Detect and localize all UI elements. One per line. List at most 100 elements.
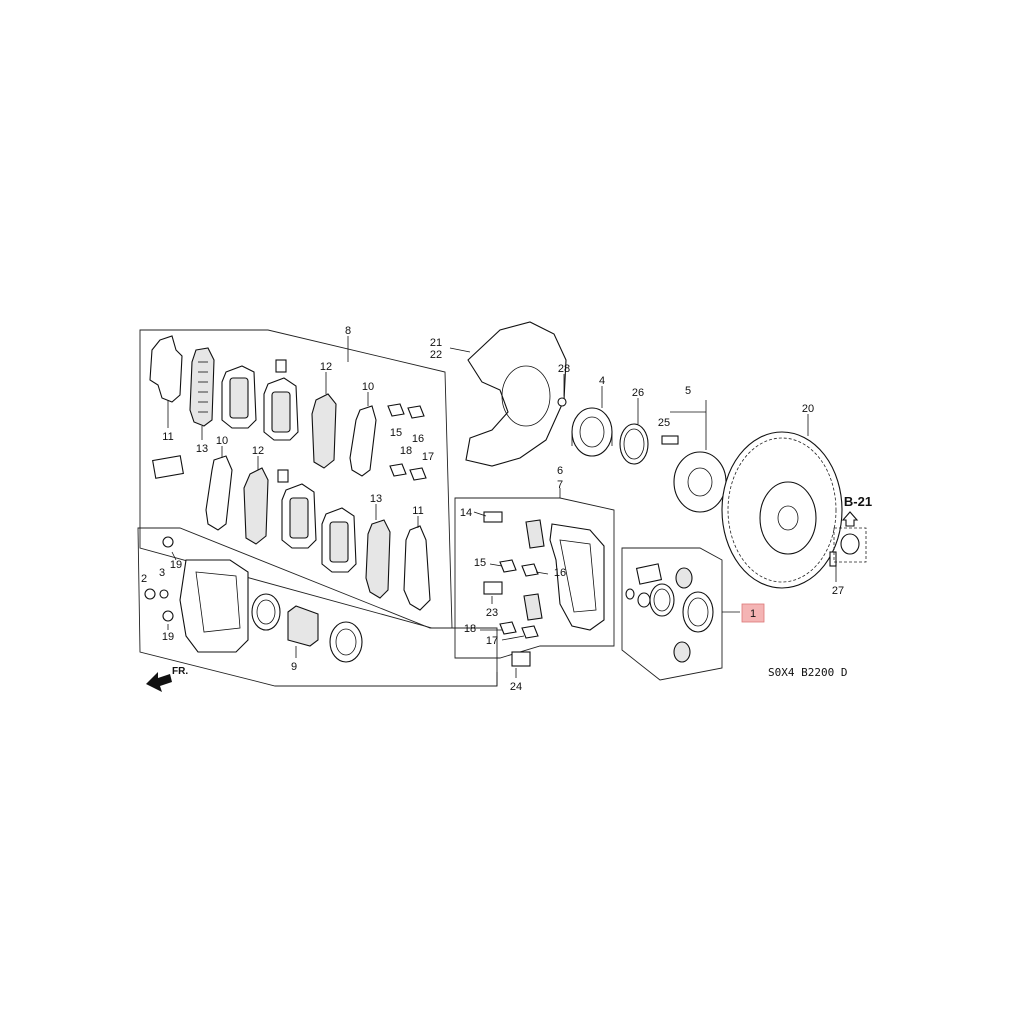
callout-11b: 11 xyxy=(412,505,423,517)
hardware-clip-18b xyxy=(499,621,517,635)
hardware-clip-15a xyxy=(387,403,405,417)
ref-b21-box xyxy=(833,527,867,563)
ref-label-b21: B-21 xyxy=(844,494,872,509)
caliper-frame xyxy=(137,527,498,687)
seal-kit-piston-seal xyxy=(649,583,675,617)
seal-kit-cap xyxy=(625,588,635,600)
callout-19a: 19 xyxy=(170,559,182,571)
seal-kit-sticker xyxy=(635,563,663,585)
callout-20: 20 xyxy=(802,403,814,415)
up-arrow-icon xyxy=(841,511,859,527)
callout-18a: 18 xyxy=(400,445,412,457)
shield-bolt-28 xyxy=(557,397,567,407)
caliper-bolt-19a xyxy=(162,536,174,548)
seal-kit-boot-b xyxy=(673,641,691,663)
hardware-clip-16b xyxy=(521,563,539,577)
splash-shield xyxy=(465,321,567,467)
callout-3: 3 xyxy=(159,567,165,579)
callout-12b: 12 xyxy=(320,361,332,373)
hardware-clip-17a xyxy=(409,467,427,481)
callout-10a: 10 xyxy=(216,435,228,447)
callout-17a: 17 xyxy=(422,451,434,463)
pad-shim-10b xyxy=(205,455,233,531)
rotor-screw-27 xyxy=(829,551,837,567)
pad-shim-13a xyxy=(189,347,215,427)
callout-22: 22 xyxy=(430,349,442,361)
callout-27: 27 xyxy=(832,585,844,597)
pad-shim-12a xyxy=(311,393,337,469)
guide-pin-14 xyxy=(483,511,503,523)
seal-kit-ring xyxy=(637,592,651,608)
callout-5: 5 xyxy=(685,385,691,397)
callout-16a: 16 xyxy=(412,433,424,445)
callout-8: 8 xyxy=(345,325,351,337)
callout-12a: 12 xyxy=(252,445,264,457)
callout-23: 23 xyxy=(486,607,498,619)
callout-14: 14 xyxy=(460,507,472,519)
callout-13b: 13 xyxy=(370,493,382,505)
callout-9: 9 xyxy=(291,661,297,673)
callout-6: 6 xyxy=(557,465,563,477)
dust-boot xyxy=(329,621,363,663)
piston-9 xyxy=(287,605,319,647)
lug-nut xyxy=(840,533,860,555)
callout-labels: 8 11 13 10 12 12 10 15 16 18 17 13 11 19… xyxy=(141,325,872,693)
pad-shim-11a xyxy=(149,335,183,403)
callout-7: 7 xyxy=(557,479,563,491)
callout-21: 21 xyxy=(430,337,442,349)
callout-17b: 17 xyxy=(486,635,498,647)
seal-kit-boot-a xyxy=(675,567,693,589)
pad-b1-friction xyxy=(289,497,309,539)
callout-24: 24 xyxy=(510,681,522,693)
pad-a2-friction xyxy=(271,391,291,433)
diagram-code: S0X4 B2200 D xyxy=(768,666,847,679)
callout-16b: 16 xyxy=(554,567,566,579)
pad-shim-11b xyxy=(403,525,431,611)
seal-kit-dust-boot xyxy=(682,591,714,633)
hardware-clip-15b xyxy=(499,559,517,573)
pad-a1-friction xyxy=(229,377,249,419)
pad-clip-b xyxy=(277,469,289,483)
callout-15a: 15 xyxy=(390,427,402,439)
leader-lines xyxy=(167,347,837,678)
hardware-clip-17b xyxy=(521,625,539,639)
highlight-box-1[interactable] xyxy=(741,603,765,623)
pad-clip-a xyxy=(275,359,287,373)
rotor-hat xyxy=(759,481,817,555)
hub-bearing xyxy=(571,407,613,457)
callout-19b: 19 xyxy=(162,631,174,643)
callout-25: 25 xyxy=(658,417,670,429)
pad-shim-12b xyxy=(243,467,269,545)
callout-13a: 13 xyxy=(196,443,208,455)
hardware-clip-16a xyxy=(407,405,425,419)
callout-18b: 18 xyxy=(464,623,476,635)
shim-13a-slots xyxy=(198,361,208,413)
callout-10b: 10 xyxy=(362,381,374,393)
front-arrow-icon xyxy=(146,672,172,692)
callout-11a: 11 xyxy=(162,431,173,443)
callout-28: 28 xyxy=(558,363,570,375)
pad-shim-10a xyxy=(349,405,377,477)
pad-sticker xyxy=(152,455,184,479)
piston-seal xyxy=(251,593,281,631)
hub-bolt-25 xyxy=(661,435,679,445)
pin-boot-a xyxy=(525,519,545,549)
bracket-bolt-24 xyxy=(511,651,531,667)
bracket-kit-frame xyxy=(454,497,615,659)
pad-b2-friction xyxy=(329,521,349,563)
callout-1[interactable]: 1 xyxy=(750,608,756,620)
front-label: FR. xyxy=(172,666,188,677)
hardware-clip-18a xyxy=(389,463,407,477)
callout-15b: 15 xyxy=(474,557,486,569)
callout-2: 2 xyxy=(141,573,147,585)
guide-pin-23 xyxy=(483,581,503,595)
bleeder-screw-3 xyxy=(159,589,169,599)
caliper-bolt-2 xyxy=(144,588,156,600)
caliper-bolt-19b xyxy=(162,610,174,622)
callout-4: 4 xyxy=(599,375,605,387)
wheel-hub xyxy=(673,451,727,513)
callout-26: 26 xyxy=(632,387,644,399)
pin-boot-b xyxy=(523,593,543,621)
seal-kit-frame xyxy=(621,547,723,681)
